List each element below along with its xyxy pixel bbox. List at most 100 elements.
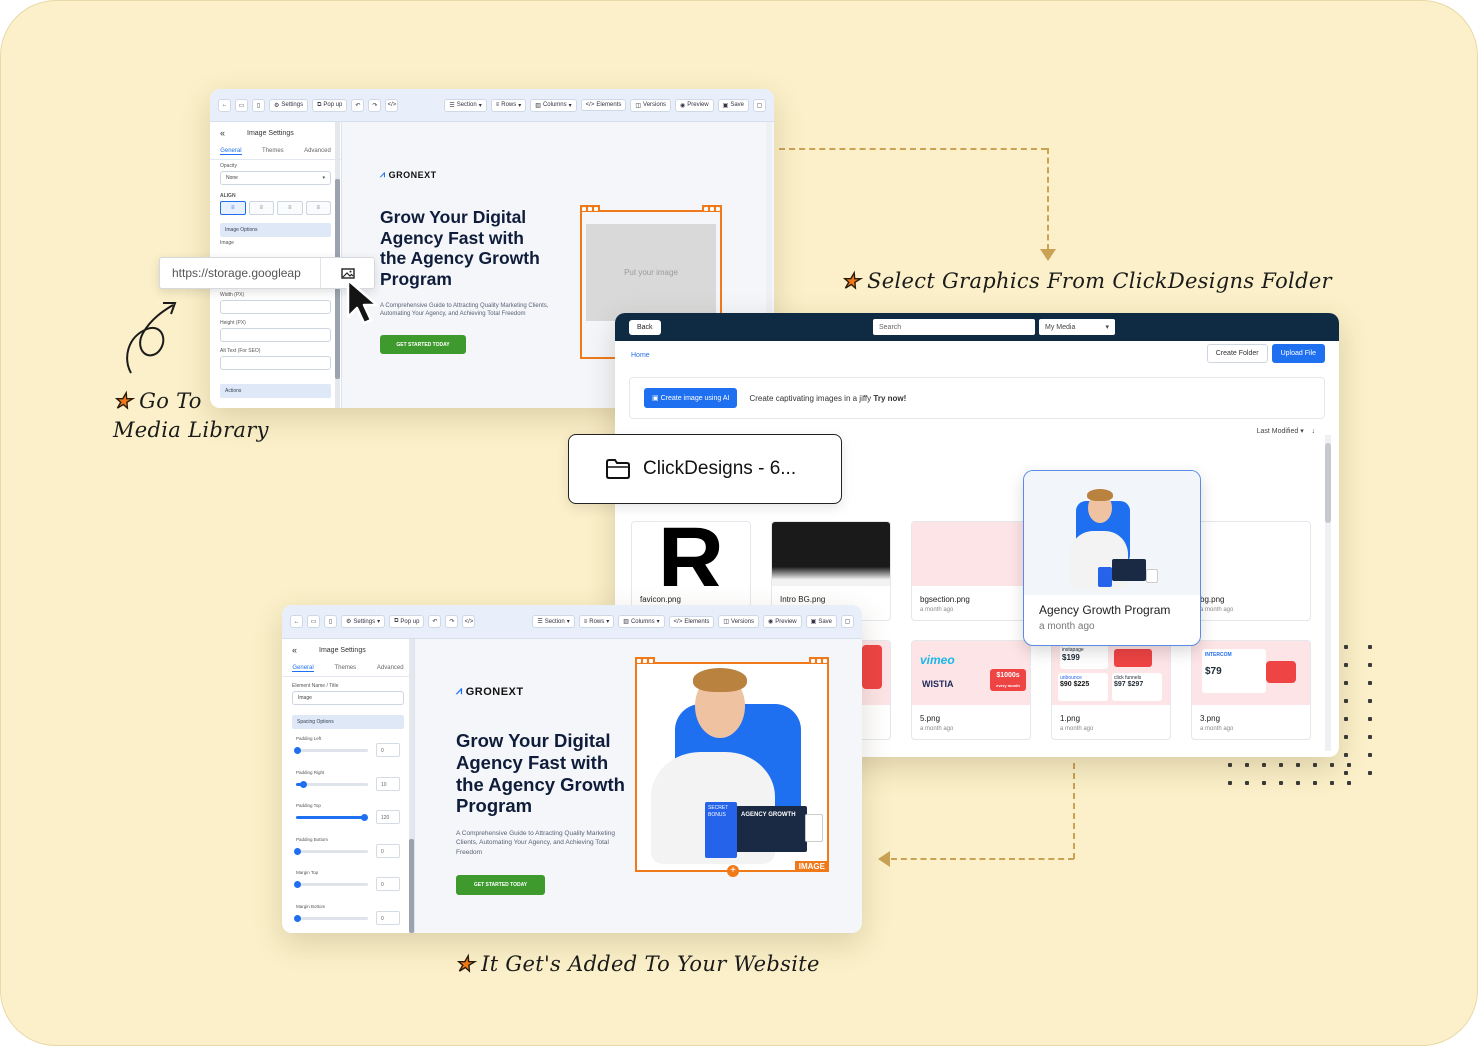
media-card-bgsection[interactable]: bgsection.png a month ago (911, 521, 1031, 621)
slider-track[interactable] (294, 881, 368, 888)
media-card-intro-bg[interactable]: Intro BG.png (771, 521, 891, 621)
back-arrow-icon[interactable]: ← (218, 98, 231, 112)
create-folder-button[interactable]: Create Folder (1206, 344, 1268, 363)
tab-themes[interactable]: Themes (261, 148, 284, 154)
alt-input[interactable] (220, 356, 331, 370)
image-url-value[interactable]: https://storage.googleap (172, 266, 301, 280)
elements-button[interactable]: </> Elements (668, 615, 715, 628)
undo-icon[interactable]: ↶ (351, 98, 365, 112)
slider-value[interactable]: 0 (376, 877, 400, 891)
sort-select[interactable]: Last Modified ▾ ↓ (1256, 428, 1316, 435)
create-ai-image-button[interactable]: ▣ Create image using AI (644, 388, 738, 408)
breadcrumb-home[interactable]: Home (631, 351, 650, 359)
tab-advanced[interactable]: Advanced (304, 148, 331, 154)
collapse-icon[interactable]: « (220, 128, 226, 138)
collapse-icon[interactable]: « (292, 645, 298, 655)
save-button[interactable]: ▣ Save (717, 98, 749, 112)
tab-general[interactable]: General (292, 665, 314, 672)
slider-value[interactable]: 120 (376, 810, 400, 824)
sort-direction-icon[interactable]: ↓ (1311, 428, 1316, 435)
lock-icon[interactable]: ▢ (753, 98, 766, 112)
mobile-icon[interactable]: ▯ (324, 615, 337, 628)
slider-thumb[interactable] (294, 881, 302, 888)
versions-button[interactable]: ◫ Versions (718, 615, 760, 628)
media-card-agency-growth[interactable]: Agency Growth Program a month ago (1023, 470, 1201, 646)
slider-thumb[interactable] (294, 914, 302, 922)
tab-general[interactable]: General (220, 148, 242, 155)
alt-label: Alt Text (For SEO) (220, 348, 261, 354)
clickdesigns-folder[interactable]: ClickDesigns - 6... (568, 434, 842, 504)
popup-button[interactable]: ⧉ Pop up (312, 98, 348, 112)
align-justify-icon[interactable]: ≡ (305, 201, 331, 215)
element-name-input[interactable]: Image (292, 691, 404, 705)
slider-thumb[interactable] (294, 847, 302, 855)
slider-track[interactable] (294, 914, 368, 922)
tab-themes[interactable]: Themes (334, 665, 357, 671)
media-card-1[interactable]: instapage$199 unbounce$90 $225 click fun… (1051, 640, 1171, 740)
image-element-frame[interactable]: AGENCY GROWTH SECRET BONUS IMAGE + (635, 657, 829, 877)
media-card-3[interactable]: INTERCOM$79 3.png a month ago (1191, 640, 1311, 740)
popup-button[interactable]: ⧉ Pop up (389, 615, 425, 628)
align-right-icon[interactable]: ≡ (277, 201, 303, 215)
section-button[interactable]: ☰ Section ▾ (444, 98, 487, 112)
slider-track[interactable] (294, 747, 368, 754)
section-button[interactable]: ☰ Section ▾ (532, 615, 575, 628)
search-input[interactable]: Search (873, 319, 1035, 335)
image-placeholder[interactable]: Put your image (586, 224, 716, 321)
add-element-icon[interactable]: + (727, 865, 739, 877)
media-card-favicon[interactable]: R favicon.png (631, 521, 751, 621)
height-input[interactable] (220, 328, 331, 342)
preview-button[interactable]: ◉ Preview (675, 98, 714, 112)
slider-value[interactable]: 0 (376, 910, 400, 925)
image-element-frame[interactable]: Put your image (580, 205, 722, 359)
desktop-icon[interactable]: ▭ (235, 98, 248, 112)
slider-track[interactable] (296, 814, 369, 821)
slider-thumb[interactable] (361, 814, 369, 821)
save-button[interactable]: ▣ Save (805, 615, 837, 628)
rows-button[interactable]: ≡ Rows ▾ (578, 615, 615, 628)
lock-icon[interactable]: ▢ (841, 615, 854, 628)
slider-value[interactable]: 0 (376, 743, 400, 757)
cta-button[interactable]: GET STARTED TODAY (456, 874, 545, 895)
sidebar-scrollbar[interactable] (409, 639, 414, 933)
rows-button[interactable]: ≡ Rows ▾ (490, 98, 527, 112)
try-now-link[interactable]: Try now! (873, 393, 907, 403)
versions-button[interactable]: ◫ Versions (630, 98, 672, 112)
tab-advanced[interactable]: Advanced (376, 665, 404, 671)
slider-thumb[interactable] (300, 780, 308, 788)
redo-icon[interactable]: ↷ (445, 615, 459, 628)
slider-thumb[interactable] (294, 747, 302, 754)
media-scrollbar[interactable] (1325, 435, 1331, 751)
desktop-icon[interactable]: ▭ (307, 615, 320, 628)
mobile-icon[interactable]: ▯ (252, 98, 265, 112)
columns-button[interactable]: ▥ Columns ▾ (530, 98, 577, 112)
redo-icon[interactable]: ↷ (368, 98, 382, 112)
code-icon[interactable]: </> (462, 615, 476, 628)
code-icon[interactable]: </> (385, 98, 399, 112)
image-url-input[interactable]: https://storage.googleap (159, 257, 375, 289)
cta-button[interactable]: GET STARTED TODAY (380, 335, 466, 355)
upload-file-button[interactable]: Upload File (1271, 344, 1325, 363)
undo-icon[interactable]: ↶ (428, 615, 442, 628)
media-source-select[interactable]: My Media▾ (1039, 319, 1115, 335)
media-card-bg[interactable]: bg.png a month ago (1191, 521, 1311, 621)
columns-button[interactable]: ▥ Columns ▾ (618, 615, 665, 628)
slider-value[interactable]: 0 (376, 843, 400, 858)
elements-button[interactable]: </> Elements (580, 99, 627, 111)
width-input[interactable] (220, 300, 331, 314)
opacity-select[interactable]: None▾ (220, 171, 331, 185)
settings-button[interactable]: ⚙ Settings ▾ (341, 615, 386, 628)
preview-button[interactable]: ◉ Preview (763, 615, 802, 628)
align-center-icon[interactable]: ≡ (248, 201, 274, 215)
align-left-icon[interactable]: ≡ (220, 201, 246, 215)
back-arrow-icon[interactable]: ← (290, 615, 303, 628)
canvas-scrollbar[interactable] (766, 122, 772, 408)
settings-button[interactable]: ⚙ Settings (269, 98, 309, 112)
back-button[interactable]: Back (629, 319, 661, 335)
slider-value[interactable]: 10 (376, 776, 400, 791)
media-library-button[interactable] (320, 258, 374, 288)
slider-track[interactable] (296, 780, 368, 788)
slider-track[interactable] (294, 847, 368, 855)
